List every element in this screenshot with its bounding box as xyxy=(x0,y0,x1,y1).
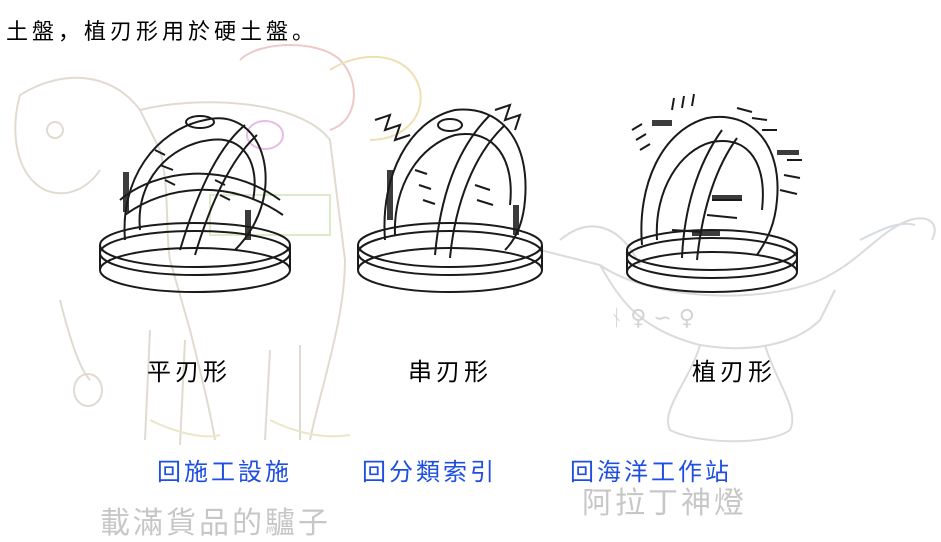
svg-text:ᚾ ♀ ∽ ♀: ᚾ ♀ ∽ ♀ xyxy=(610,306,695,331)
figure-caption-serial: 串刃形 xyxy=(408,358,492,386)
figure-caption-implanted: 植刃形 xyxy=(692,358,776,386)
serial-blade-drawing xyxy=(357,103,543,293)
figure-caption-flat: 平刃形 xyxy=(147,358,231,386)
back-to-category-index-link[interactable]: 回分類索引 xyxy=(362,458,497,486)
back-to-construction-facilities-link[interactable]: 回施工設施 xyxy=(157,458,292,486)
back-to-ocean-workstation-link[interactable]: 回海洋工作站 xyxy=(570,458,732,486)
lamp-sketch: ᚾ ♀ ∽ ♀ xyxy=(539,217,936,443)
flat-blade-drawing xyxy=(99,115,291,293)
donkey-caption: 載滿貨品的驢子 xyxy=(100,506,331,541)
donkey-sketch xyxy=(14,44,422,446)
lamp-caption: 阿拉丁神燈 xyxy=(582,486,747,521)
intro-text: 土盤，植刃形用於硬土盤。 xyxy=(6,20,319,45)
implanted-blade-drawing xyxy=(626,93,802,293)
